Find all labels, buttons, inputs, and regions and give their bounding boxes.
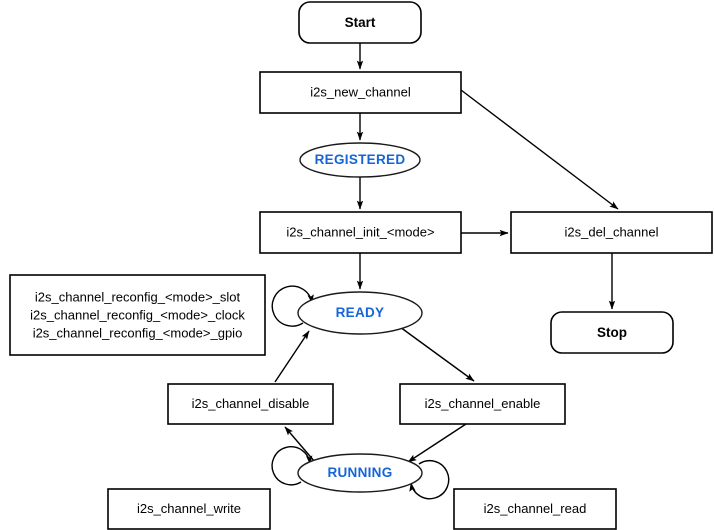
state-registered-label: REGISTERED: [315, 152, 406, 167]
edge-ready-to-channel-enable: [399, 326, 475, 382]
edge-new-channel-to-del-channel: [460, 89, 619, 210]
edge-channel-enable-to-running: [407, 423, 467, 463]
edge-channel-disable-to-ready: [274, 330, 310, 383]
node-channel-read-label: i2s_channel_read: [484, 501, 587, 516]
state-registered-shape[interactable]: [299, 142, 421, 178]
node-new-channel-label: i2s_new_channel: [310, 84, 411, 99]
edge-layer: [271, 43, 619, 500]
node-channel-read-shape[interactable]: [453, 488, 617, 530]
node-del-channel-label: i2s_del_channel: [565, 224, 659, 239]
node-del-channel-shape[interactable]: [510, 211, 713, 254]
node-channel-reconfig-shape[interactable]: [9, 274, 266, 356]
node-del-channel[interactable]: i2s_del_channel: [510, 211, 713, 254]
node-channel-reconfig-line-2: i2s_channel_reconfig_<mode>_clock: [30, 307, 245, 322]
node-channel-reconfig-line-1: i2s_channel_reconfig_<mode>_slot: [35, 289, 241, 304]
node-channel-reconfig[interactable]: i2s_channel_reconfig_<mode>_slot i2s_cha…: [9, 274, 266, 356]
terminal-start[interactable]: Start: [298, 1, 422, 44]
terminal-start-shape[interactable]: [298, 1, 422, 44]
node-channel-init-shape[interactable]: [259, 211, 462, 254]
node-channel-disable-label: i2s_channel_disable: [192, 396, 310, 411]
node-channel-init[interactable]: i2s_channel_init_<mode>: [259, 211, 462, 254]
terminal-stop-shape[interactable]: [550, 311, 674, 354]
node-new-channel[interactable]: i2s_new_channel: [259, 71, 462, 114]
edge-running-to-channel-disable: [284, 426, 316, 463]
edge-running-self-loop-read: [409, 460, 450, 500]
node-channel-write-shape[interactable]: [107, 488, 271, 530]
node-channel-reconfig-line-3: i2s_channel_reconfig_<mode>_gpio: [33, 325, 243, 340]
state-registered[interactable]: REGISTERED: [299, 142, 421, 178]
edge-running-self-loop-write: [271, 446, 313, 486]
state-ready-shape[interactable]: [297, 291, 423, 335]
terminal-stop[interactable]: Stop: [550, 311, 674, 354]
terminal-stop-label: Stop: [597, 325, 627, 340]
node-channel-disable-shape[interactable]: [167, 383, 334, 425]
state-running-label: RUNNING: [327, 465, 392, 480]
state-ready[interactable]: READY: [297, 291, 423, 335]
node-channel-write[interactable]: i2s_channel_write: [107, 488, 271, 530]
terminal-start-label: Start: [345, 15, 376, 30]
state-running[interactable]: RUNNING: [297, 453, 423, 493]
node-new-channel-shape[interactable]: [259, 71, 462, 114]
node-channel-enable-label: i2s_channel_enable: [425, 396, 541, 411]
state-ready-label: READY: [336, 305, 385, 320]
node-channel-disable[interactable]: i2s_channel_disable: [167, 383, 334, 425]
node-channel-write-label: i2s_channel_write: [137, 501, 241, 516]
state-running-shape[interactable]: [297, 453, 423, 493]
node-channel-init-label: i2s_channel_init_<mode>: [286, 224, 434, 239]
node-channel-read[interactable]: i2s_channel_read: [453, 488, 617, 530]
node-channel-enable[interactable]: i2s_channel_enable: [399, 383, 566, 425]
edge-ready-self-loop: [271, 285, 314, 327]
node-channel-enable-shape[interactable]: [399, 383, 566, 425]
